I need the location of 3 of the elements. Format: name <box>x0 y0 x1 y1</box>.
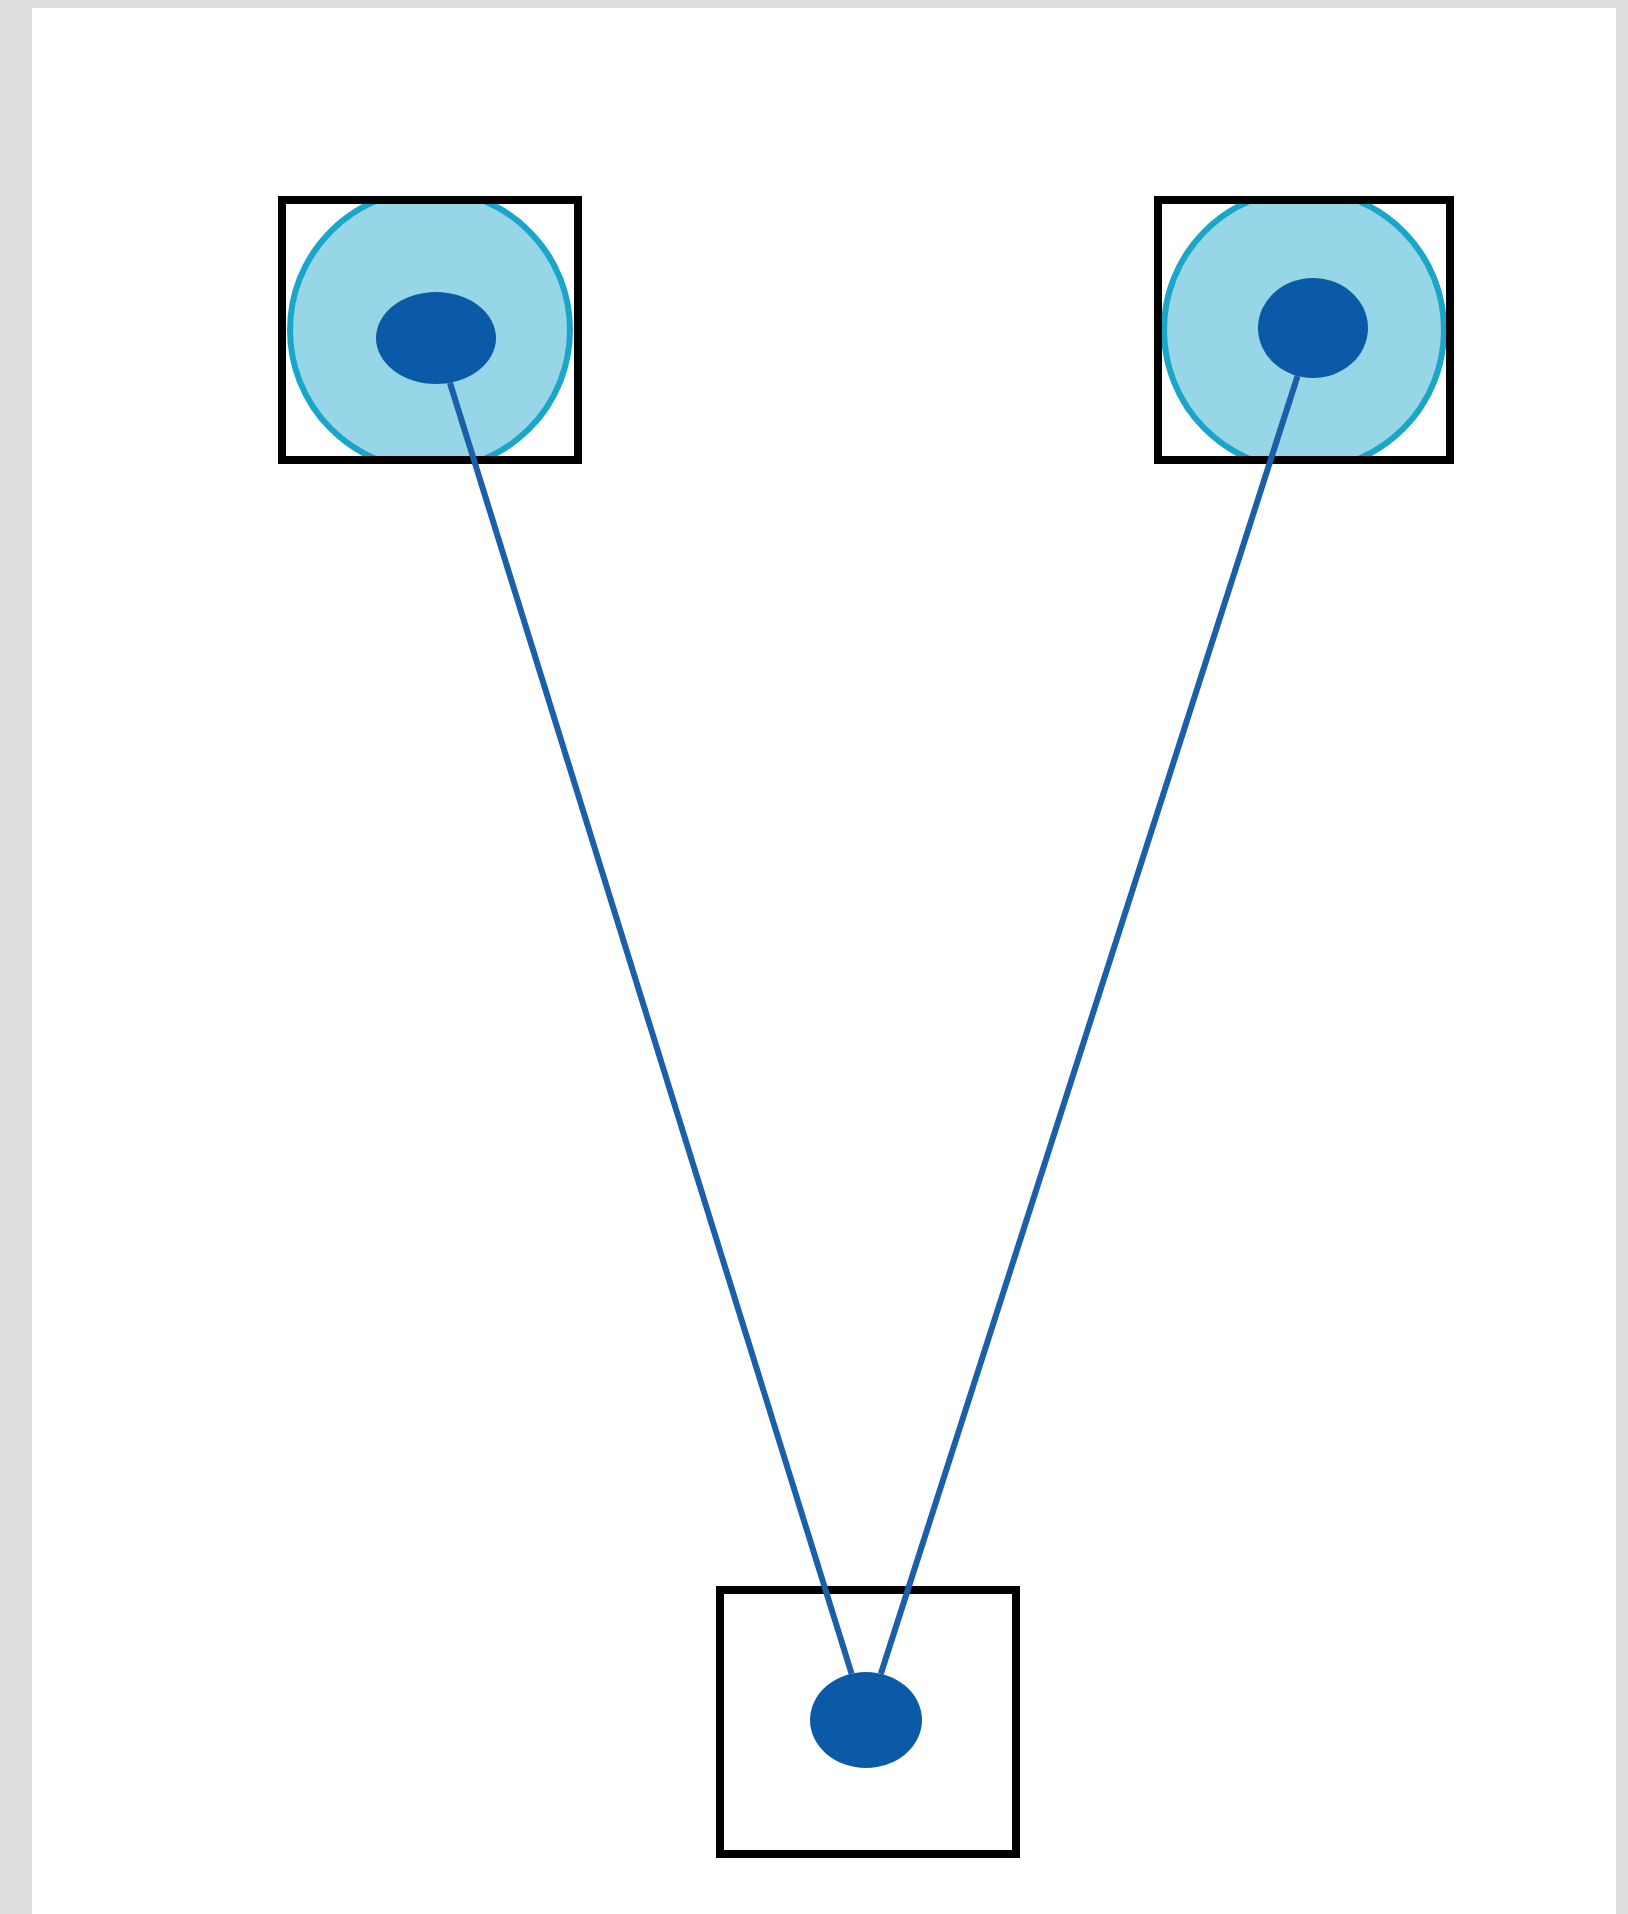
connector-line <box>447 381 855 1675</box>
square-frame <box>716 1586 1020 1858</box>
connector-line <box>878 375 1301 1675</box>
